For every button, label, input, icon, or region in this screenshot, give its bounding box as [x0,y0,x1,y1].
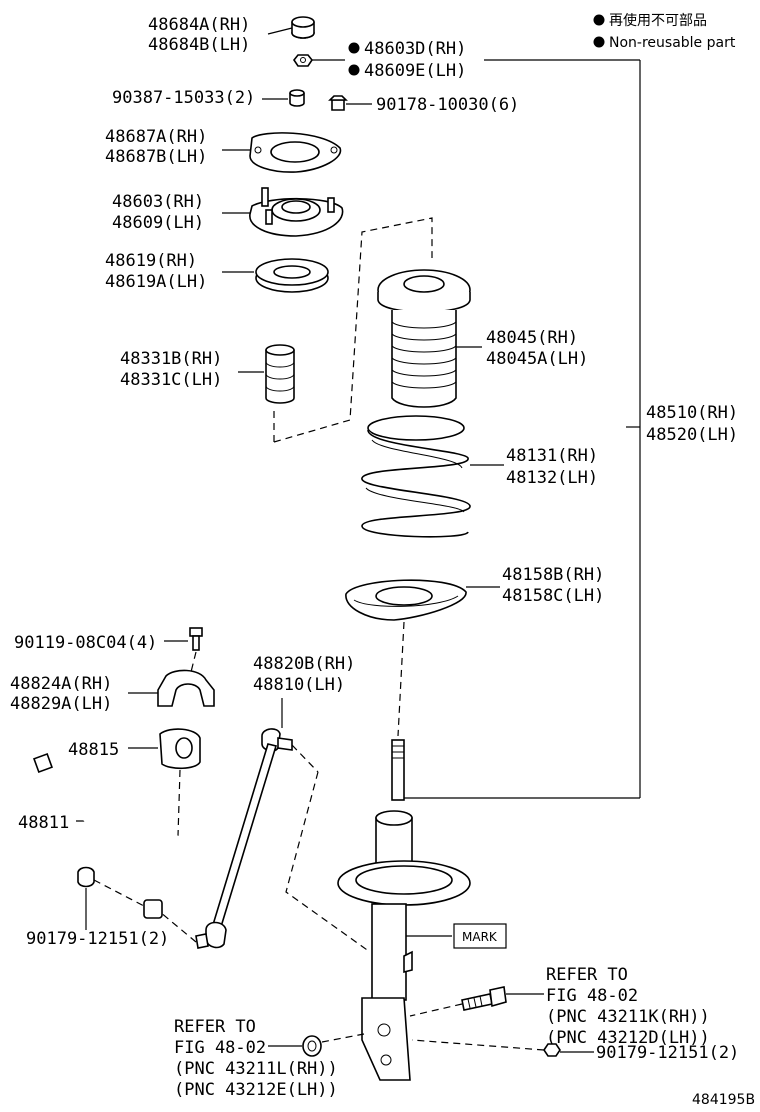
part-bushing-48815 [159,728,201,770]
part-bracket-48824 [157,669,215,707]
label-48510: 48510(RH) [646,403,738,423]
part-cap-48684 [291,16,315,39]
label-48687a: 48687A(RH) [105,127,207,147]
label-48824a: 48824A(RH) [10,674,112,694]
part-nut-90178 [328,95,348,111]
non-reusable-bullet-48603d [348,42,360,54]
part-stabilizer-link-48820 [195,728,293,949]
label-48603: 48603(RH) [112,192,204,212]
label-90119: 90119-08C04(4) [14,633,157,653]
part-strut-48510 [337,739,471,1081]
label-48158c: 48158C(LH) [502,586,604,606]
part-mount-48603 [249,187,344,237]
part-nut-48603d [293,54,313,67]
label-48619a: 48619A(LH) [105,272,207,292]
label-48520: 48520(LH) [646,425,738,445]
label-48131: 48131(RH) [506,446,598,466]
label-48619: 48619(RH) [105,251,197,271]
label-48815: 48815 [68,740,119,760]
legend-text-japanese: 再使用不可部品 [609,12,707,29]
label-90179-left: 90179-12151(2) [26,929,169,949]
non-reusable-bullet-48609e [348,64,360,76]
part-bump-stop-48331 [265,344,295,404]
label-48609: 48609(LH) [112,213,204,233]
label-48045: 48045(RH) [486,328,578,348]
part-bolt-right [461,986,507,1011]
figure-id: 484195B [692,1092,755,1108]
part-bushing-90387 [289,89,305,107]
part-stabilizer-bar-48811 [33,753,197,919]
label-90387: 90387-15033(2) [112,88,255,108]
refer-right-line4: (PNC 43212D(LH)) [546,1028,710,1048]
part-spring-seat-48158 [345,579,467,621]
label-48829a: 48829A(LH) [10,694,112,714]
refer-left-line4: (PNC 43212E(LH)) [174,1080,338,1100]
part-nut-90179-left [77,866,95,888]
refer-right-line1: REFER TO [546,965,628,985]
mark-box [453,923,507,949]
label-48331b: 48331B(RH) [120,349,222,369]
part-washer-left [302,1035,322,1057]
legend-text-english: Non-reusable part [609,35,736,51]
label-48687b: 48687B(LH) [105,147,207,167]
label-48045a: 48045A(LH) [486,349,588,369]
label-48684b: 48684B(LH) [148,35,250,55]
part-plate-48687 [249,132,342,173]
label-90178: 90178-10030(6) [376,95,519,115]
label-48811: 48811 [18,813,69,833]
label-48820b: 48820B(RH) [253,654,355,674]
refer-right-line3: (PNC 43211K(RH)) [546,1007,710,1027]
label-48603d: 48603D(RH) [364,39,466,59]
label-48331c: 48331C(LH) [120,370,222,390]
part-nut-90179-right [543,1043,561,1057]
label-48609e: 48609E(LH) [364,61,466,81]
mark-label: MARK [462,930,498,944]
legend-bullet-1 [593,14,605,26]
label-48158b: 48158B(RH) [502,565,604,585]
part-coil-spring-48131 [361,415,471,538]
label-48684a: 48684A(RH) [148,15,250,35]
refer-left-line2: FIG 48-02 [174,1038,266,1058]
label-48132: 48132(LH) [506,468,598,488]
label-48810: 48810(LH) [253,675,345,695]
refer-left-line3: (PNC 43211L(RH)) [174,1059,338,1079]
refer-right-line2: FIG 48-02 [546,986,638,1006]
part-boot-48045 [377,269,471,408]
legend-bullet-2 [593,36,605,48]
refer-left-line1: REFER TO [174,1017,256,1037]
label-90179-right: 90179-12151(2) [596,1043,739,1063]
part-bearing-48619 [255,258,329,293]
part-bolt-90119 [189,627,203,651]
